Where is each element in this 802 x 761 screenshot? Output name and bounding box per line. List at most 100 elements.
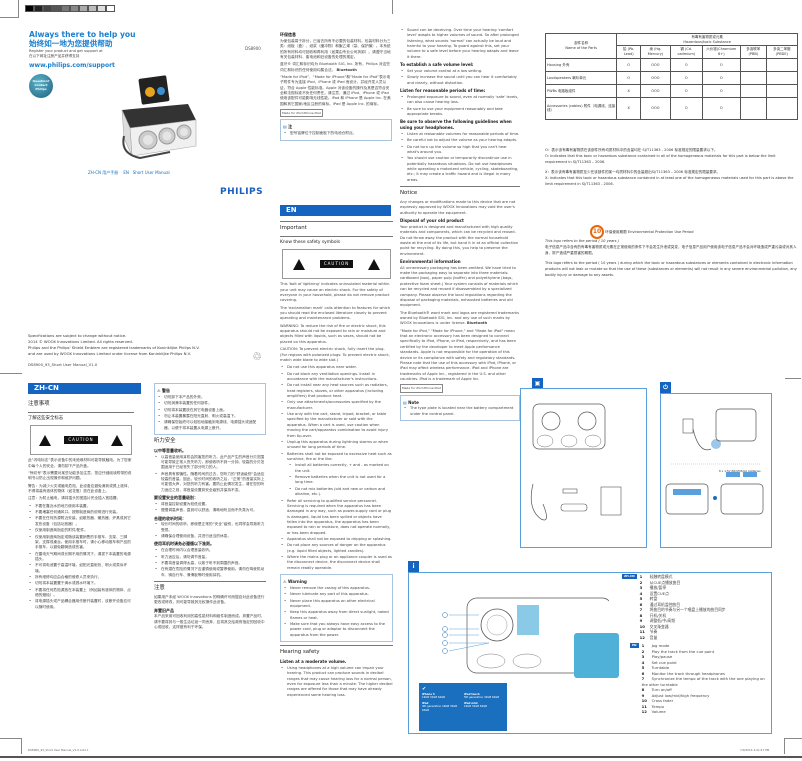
legend-text: 从CUE点播放曲目 [649,579,681,585]
en-safety-list: Do not use this apparatus near water. Do… [280,365,393,462]
document-id: DS8900_93_Short User Manual_V1.0 [28,362,98,367]
list-item: 听力适应后，请勿调节音量。 [154,555,266,561]
register-zh: 在以下网址注册产品并获得支持 [29,54,80,59]
compat-detail: 16GB 32GB 64GB [422,696,445,700]
en-para: This 'bolt of lightning' indicates unins… [280,282,390,303]
zh-para: 此“闪电标志”表示设备中的未绝缘材料可能导致触电。为了您家中每个人的安全，请勿卸… [28,458,132,468]
legal-line: 2014 © WOOX Innovations Limited. All rig… [28,338,133,344]
zh-subheading: 合理的收听时间： [154,515,186,521]
column-header: 六价铬(Chromium 6+) [701,45,741,59]
table-cell: Housing 外壳 [544,57,618,72]
note-icon: ▤ [283,124,289,130]
list-item: Make sure that you always have easy acce… [283,622,390,638]
list-item: Do not turn up the volume so high that y… [400,145,520,156]
philips-logo: PHILIPS [220,187,264,197]
battery-label: 6 x 1.5V R6/UM3/AA batteries [719,469,761,473]
zh-warning-box: ⚠ 警告 切勿卸下本产品的外壳。 切勿润滑本装置的任何部件。 切勿将本装置放在其… [154,383,266,435]
legend-text: Tempo [651,703,665,709]
crop-mark [784,738,802,754]
crop-mark [392,0,393,14]
warning-icon: ⚠ [283,579,288,585]
note-title: 注 [288,124,293,130]
zh-para: 注意：为防止触电，请将插头的宽插片完全插入宽插槽。 [28,496,121,501]
en-banner: EN [280,205,391,216]
box-contents-icon: ▣ [532,378,543,389]
table-cell: O [616,70,641,85]
list-item: Refer all servicing to qualified service… [280,499,393,537]
list-item: 请确保您始终可以轻松地接触到电源线、电源插头或适配器，以便于将本装置从电源上断开… [157,420,263,431]
list-item: Do not mix batteries (old and new or car… [288,487,393,498]
list-item: Do not use this apparatus near water. [280,365,393,371]
divider [28,411,134,413]
list-item: Never remove the casing of this apparatu… [283,586,390,592]
zh-bluetooth-text: 蓝牙® 词汇和标识均为 Bluetooth SIG, Inc. 所有，Phili… [280,62,390,72]
lang-tag-en: EN [630,643,639,648]
legend-text: Play/pause [651,654,673,659]
legend-text: 节奏 [649,629,658,634]
en-note-box: ▤ Note The type plate is located near th… [400,394,520,422]
bluetooth-logo: Bluetooth [336,67,357,72]
model-number: DS8900 [245,46,261,51]
table-cell [765,70,799,85]
table-cell: OOO [640,83,671,98]
zh-env-column: 环保信息 为使包装易于拆分，已省去所有不必要的包装材料。包装材料分为三类：纸板（… [280,30,392,143]
list-item: 不要将音量调得太高，以致于听不到周围的声音。 [154,561,266,567]
table-cell: O [669,57,703,72]
warning-title-text: 警告 [161,388,170,393]
compat-detail: 5th generation 32GB 64GB [464,696,500,700]
table-cell: OOO [640,96,671,120]
table-cell: Accessories (cables) 附件（电源线、连接线） [544,96,618,120]
list-item: Install all batteries correctly, + and -… [288,463,393,474]
substance-header-en: Hazardous/toxic Substance [683,39,731,44]
compat-device: iPhone 5 [422,692,435,696]
epup-title: 环保使用期限 Environmental Protection Use Peri… [605,230,694,234]
support-url[interactable]: www.philips.com/support [29,62,115,69]
legend-text: Adjust low/mid/high frequency [651,692,710,698]
legend-text: Synchronize the tempo of the track with … [641,676,765,687]
en-bluetooth-text: The Bluetooth® word mark and logos are r… [400,310,520,326]
en-env-title: Environmental information [400,258,461,264]
list-item: You should use caution or temporarily di… [400,156,520,183]
note-title: Note [408,399,419,405]
list-item: Do not block any ventilation openings. I… [280,372,393,383]
divider [400,186,520,188]
legend-text: Turn on/off [651,687,672,692]
table-cell: X [616,96,641,120]
exclamation-warning-icon [110,434,123,446]
legal-line: Philips and the Philips' Shield Emblem a… [28,344,200,350]
made-for-ipod-badge: Made for iPod iPhone iPad [280,109,323,118]
en-section-title: Important [280,225,307,231]
legend-text: 音量 [649,634,658,640]
list-item: 仅使用制造商指定的附件/配件。 [28,528,134,534]
list-item: 切勿润滑本装置的任何部件。 [157,401,263,407]
zh-disposal-text: 本产品采用可回收利用的高性能材料和组件制造而成。弃置产品时，请不要将其与一般生活… [154,614,265,630]
crop-mark [0,12,18,18]
legend-text: 开机/关机 [649,612,667,618]
zh-subtitle: 了解这些安全标志 [28,415,64,421]
zh-subheading: 要设置安全的音量级别： [154,495,198,501]
zh-env-text: 为使包装易于拆分，已省去所有不必要的包装材料。包装材料分为三类：纸板（盒）、纸浆… [280,38,391,59]
box-contents-panel [520,388,647,548]
en-warning-box: ⚠ Warning Never remove the casing of thi… [280,574,393,643]
legend-text: 交叉渐变器 [649,623,669,629]
zh-column-1: 注意事项 了解这些安全标志 CAUTION 此“闪电标志”表示设备中的未绝缘材料… [28,398,134,611]
list-item: 切勿卸下本产品的外壳。 [157,395,263,401]
list-item: Sound can be deceiving. Over time your h… [400,28,520,60]
en-subheading: Be sure to observe the following guideli… [400,119,512,131]
list-item: Unplug this apparatus during lightning s… [280,440,393,451]
legend-text: 将曲目的节奏与另一个唱盘上播放的曲目同步 [649,607,726,612]
legend-text: Turntable [651,665,670,670]
list-item: 不要在任何热源附近安装，如散热器、暖热器、炉具或其它发热设备（包括功放器）。 [28,516,134,527]
legend-text: Volume [651,709,666,714]
list-item: Using headphones at a high volume can im… [280,666,393,698]
